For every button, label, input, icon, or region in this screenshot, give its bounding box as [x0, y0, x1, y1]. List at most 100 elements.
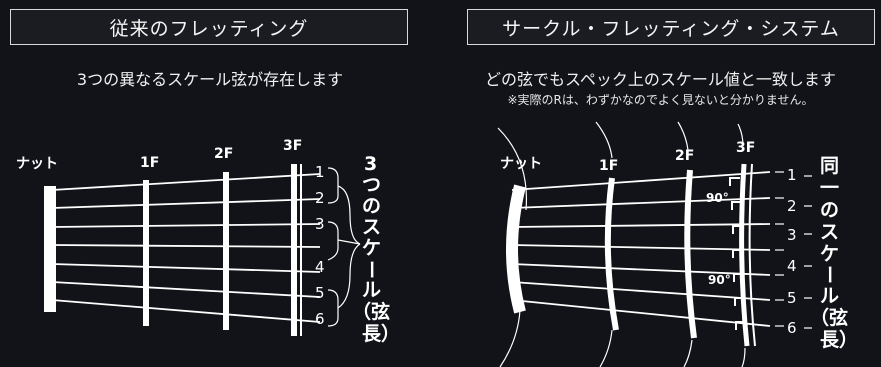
fret-label-1: 1F — [599, 158, 618, 174]
string-line — [511, 281, 771, 301]
arc-guide-1-bottom — [599, 329, 613, 367]
vertical-label-paren: （弦 — [810, 306, 848, 329]
circle-fretting-title: サークル・フレッティング・システム — [467, 9, 875, 45]
string-line — [511, 244, 771, 251]
svg-text:ー: ー — [818, 265, 840, 284]
fret-label-3: 3F — [283, 138, 302, 154]
vertical-label-paren: （弦 — [352, 300, 390, 323]
arc-guide-1-top — [595, 121, 613, 159]
string-number-3: 3 — [315, 215, 325, 233]
vertical-label-char: ス — [362, 216, 381, 238]
vertical-label-dash: ー — [360, 260, 382, 279]
vertical-label-char: ル — [362, 279, 381, 301]
traditional-fretting-panel: 従来のフレッティング 3つの異なるスケール弦が存在します ナット 1F 2F 3… — [0, 0, 440, 367]
vertical-label-char: の — [362, 195, 381, 217]
vertical-label-paren: 長） — [362, 322, 400, 345]
fret-label-2: 2F — [675, 148, 694, 164]
right-angle-icon — [734, 297, 745, 306]
string-number-dashes — [775, 171, 812, 329]
circle-fretting-note: ※実際のRは、わずかなのでよく見ないと分かりません。 — [507, 93, 814, 107]
bracket-1-2 — [327, 167, 339, 204]
right-angle-icon — [735, 321, 746, 330]
vertical-label-char: の — [820, 199, 839, 221]
string-number-5: 5 — [787, 289, 797, 307]
string-line — [511, 263, 771, 276]
vertical-label-char: 同 — [820, 155, 839, 177]
string-number-2: 2 — [787, 197, 797, 215]
vertical-label-char: ケ — [362, 237, 381, 259]
arc-guide-2-top — [677, 121, 689, 151]
string-line — [51, 198, 321, 209]
circle-arc-guides — [497, 121, 746, 367]
bracket-3-4 — [327, 221, 339, 261]
traditional-fretting-subtitle: 3つの異なるスケール弦が存在します — [76, 70, 344, 89]
traditional-fretting-title: 従来のフレッティング — [10, 9, 408, 45]
circle-frets — [604, 163, 756, 347]
string-line — [51, 244, 321, 248]
string-number-1: 1 — [787, 166, 797, 184]
circle-fretboard-diagram: 90° 90° ナット 1F 2F 3F 1 2 3 4 5 6 同 — [497, 121, 858, 367]
fret-2 — [223, 172, 229, 330]
string-line — [51, 299, 321, 323]
string-number-5: 5 — [315, 284, 325, 302]
curved-fret-2 — [684, 169, 697, 339]
string-number-1: 1 — [315, 163, 325, 181]
fret-label-3: 3F — [736, 140, 755, 156]
right-angle-icon — [732, 225, 743, 234]
string-line — [511, 197, 771, 209]
right-angle-icon — [732, 249, 743, 258]
bracket-5-6 — [327, 289, 339, 327]
svg-text:ー: ー — [360, 260, 382, 279]
string-number-6: 6 — [315, 310, 325, 328]
curved-fret-3 — [739, 163, 750, 347]
bracket-join-bottom — [337, 243, 361, 309]
bracket-join-mid — [337, 239, 361, 245]
vertical-label-char: つ — [362, 174, 381, 196]
fret-label-1: 1F — [140, 155, 159, 171]
string-number-6: 6 — [787, 319, 797, 337]
traditional-fretboard-diagram: ナット 1F 2F 3F 1 2 3 4 5 6 3 つ の ス ケ ー ル （… — [16, 138, 400, 345]
fret-3-edge — [300, 164, 302, 336]
nut-label: ナット — [16, 156, 58, 172]
right-angle-icon — [729, 177, 740, 186]
arc-guide-3-top — [737, 123, 744, 147]
string-line — [51, 263, 321, 273]
arc-guide-nut-top — [497, 127, 528, 211]
string-number-3: 3 — [787, 226, 797, 244]
circle-strings — [511, 171, 771, 327]
string-number-2: 2 — [315, 189, 325, 207]
right-angle-icon — [731, 201, 742, 210]
string-line — [511, 299, 771, 327]
string-number-4: 4 — [315, 258, 325, 276]
vertical-label-char: ル — [820, 285, 839, 307]
scale-group-brackets — [327, 167, 361, 327]
vertical-label-char: 3 — [364, 153, 377, 175]
arc-guide-3-bottom — [741, 347, 746, 367]
nut-bar — [44, 186, 56, 312]
angle-label-mid: 90° — [708, 273, 731, 287]
fret-3 — [291, 164, 297, 336]
right-angle-markers — [729, 177, 746, 330]
string-line — [511, 223, 771, 228]
right-angle-icon — [733, 273, 744, 282]
vertical-label-dash: ー — [818, 265, 840, 284]
string-line — [511, 171, 771, 191]
bracket-join-top — [337, 185, 361, 245]
traditional-strings — [51, 173, 321, 323]
curved-fret-1 — [604, 177, 619, 331]
angle-label-top: 90° — [706, 191, 729, 205]
vertical-label-paren: 長） — [820, 328, 858, 351]
fret-label-2: 2F — [214, 146, 233, 162]
string-number-4: 4 — [787, 257, 797, 275]
arc-guide-2-bottom — [683, 339, 693, 367]
curved-fret-3-edge — [748, 163, 756, 347]
vertical-label-char: ス — [820, 221, 839, 243]
circle-fretting-panel: サークル・フレッティング・システム どの弦でもスペック上のスケール値と一致します… — [440, 0, 881, 367]
traditional-frets — [143, 164, 302, 336]
curved-nut — [506, 184, 526, 314]
circle-fretting-subtitle: どの弦でもスペック上のスケール値と一致します — [485, 70, 836, 89]
arc-guide-nut-bottom — [499, 309, 521, 367]
vertical-label-char: ケ — [820, 243, 839, 265]
nut-label: ナット — [500, 156, 542, 172]
string-line — [51, 281, 321, 298]
